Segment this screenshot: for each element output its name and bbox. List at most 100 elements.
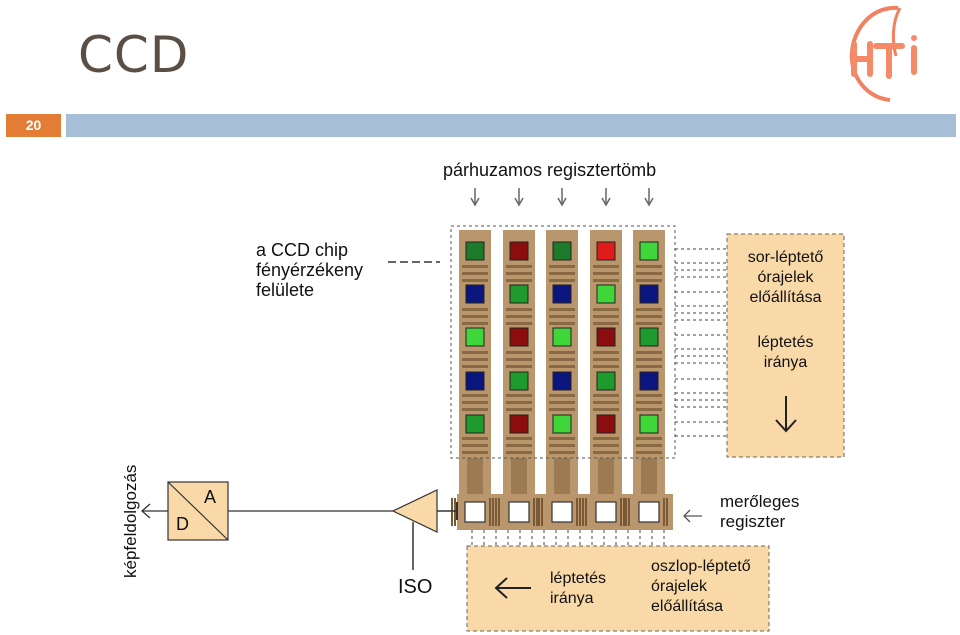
channel-stripe bbox=[506, 358, 532, 361]
serial-gate bbox=[492, 498, 494, 526]
channel-stripe bbox=[462, 265, 488, 268]
channel-stripe bbox=[462, 272, 488, 275]
serial-gate bbox=[541, 498, 543, 526]
channel-stripe bbox=[506, 365, 532, 368]
column-channel bbox=[467, 458, 483, 494]
page-number-badge: 20 bbox=[6, 114, 61, 137]
channel-stripe bbox=[593, 279, 619, 282]
channel-stripe bbox=[506, 279, 532, 282]
pixel-green-light bbox=[552, 327, 572, 347]
channel-stripe bbox=[506, 308, 532, 311]
amplifier bbox=[391, 489, 438, 533]
column-clock-line-1: oszlop-léptető bbox=[651, 558, 751, 575]
pixel-green-dark bbox=[465, 241, 485, 261]
channel-stripe bbox=[462, 437, 488, 440]
pixel-red-dark bbox=[509, 327, 529, 347]
pixel-green bbox=[596, 371, 616, 391]
ccd-column bbox=[459, 230, 491, 496]
channel-stripe bbox=[593, 322, 619, 325]
channel-stripe bbox=[593, 394, 619, 397]
channel-stripe bbox=[549, 358, 575, 361]
column-clock-line-3: előállítása bbox=[651, 598, 724, 615]
column-body bbox=[503, 230, 535, 496]
row-clock-line-2: órajelek bbox=[757, 269, 814, 286]
serial-gate bbox=[625, 498, 627, 526]
chip-label-line-3: felülete bbox=[256, 280, 315, 300]
serial-gate bbox=[536, 498, 538, 526]
channel-stripe bbox=[593, 315, 619, 318]
channel-stripe bbox=[549, 308, 575, 311]
channel-stripe bbox=[593, 265, 619, 268]
channel-stripe bbox=[462, 401, 488, 404]
channel-stripe bbox=[506, 451, 532, 454]
column-direction-arrow-icon bbox=[494, 577, 531, 599]
column-channel bbox=[511, 458, 527, 494]
ccd-column bbox=[633, 230, 665, 496]
channel-stripe bbox=[593, 401, 619, 404]
column-channel bbox=[598, 458, 614, 494]
channel-stripe bbox=[636, 451, 662, 454]
chip-label: a CCD chip fényérzékeny felülete bbox=[256, 240, 363, 300]
channel-stripe bbox=[506, 265, 532, 268]
serial-gate bbox=[579, 498, 581, 526]
title-bar bbox=[66, 114, 956, 137]
row-direction-arrow-icon bbox=[775, 396, 797, 433]
serial-register-label: merőleges regiszter bbox=[720, 492, 799, 532]
pixel-green bbox=[509, 284, 529, 304]
serial-gate bbox=[576, 498, 578, 526]
adc-label-a: A bbox=[204, 487, 217, 507]
pixel-green-light bbox=[639, 241, 659, 261]
channel-stripe bbox=[636, 394, 662, 397]
serial-register-line-2: regiszter bbox=[720, 512, 786, 531]
serial-gate bbox=[663, 498, 665, 526]
pixel-red-dark bbox=[509, 241, 529, 261]
channel-stripe bbox=[462, 351, 488, 354]
down-arrow-icon bbox=[601, 188, 611, 207]
column-direction-line-1: léptetés bbox=[550, 570, 607, 587]
serial-gate bbox=[489, 498, 491, 526]
channel-stripe bbox=[636, 272, 662, 275]
channel-stripe bbox=[636, 351, 662, 354]
channel-stripe bbox=[549, 279, 575, 282]
chip-label-line-2: fényérzékeny bbox=[256, 260, 364, 280]
channel-stripe bbox=[462, 365, 488, 368]
channel-stripe bbox=[462, 394, 488, 397]
channel-stripe bbox=[549, 394, 575, 397]
serial-register-line-1: merőleges bbox=[720, 492, 800, 511]
serial-gate bbox=[498, 498, 500, 526]
column-channel bbox=[641, 458, 657, 494]
channel-stripe bbox=[593, 365, 619, 368]
channel-stripe bbox=[506, 394, 532, 397]
iso-label: ISO bbox=[398, 576, 433, 598]
channel-stripe bbox=[462, 444, 488, 447]
down-arrow-icon bbox=[557, 188, 567, 207]
column-clock-label: oszlop-léptető órajelek előállítása bbox=[651, 557, 751, 617]
row-clock-line-1: sor-léptető bbox=[747, 249, 824, 266]
channel-stripe bbox=[462, 451, 488, 454]
serial-gate bbox=[628, 498, 630, 526]
pixel-red-dark bbox=[596, 414, 616, 434]
channel-stripe bbox=[549, 401, 575, 404]
serial-gate bbox=[623, 498, 625, 526]
column-body bbox=[590, 230, 622, 496]
channel-stripe bbox=[593, 444, 619, 447]
channel-stripe bbox=[593, 451, 619, 454]
channel-stripe bbox=[636, 315, 662, 318]
pixel-red bbox=[596, 241, 616, 261]
serial-cell bbox=[638, 501, 660, 523]
serial-gate bbox=[533, 498, 535, 526]
channel-stripe bbox=[506, 315, 532, 318]
pixel-blue bbox=[552, 284, 572, 304]
channel-stripe bbox=[636, 444, 662, 447]
channel-stripe bbox=[506, 351, 532, 354]
pixel-green bbox=[465, 414, 485, 434]
serial-cell bbox=[595, 501, 617, 523]
serial-gate bbox=[538, 498, 540, 526]
channel-stripe bbox=[506, 437, 532, 440]
channel-stripe bbox=[549, 272, 575, 275]
channel-stripe bbox=[593, 408, 619, 411]
pixel-blue bbox=[465, 284, 485, 304]
pixel-green-light bbox=[465, 327, 485, 347]
chip-label-line-1: a CCD chip bbox=[256, 240, 349, 260]
serial-cell bbox=[508, 501, 530, 523]
